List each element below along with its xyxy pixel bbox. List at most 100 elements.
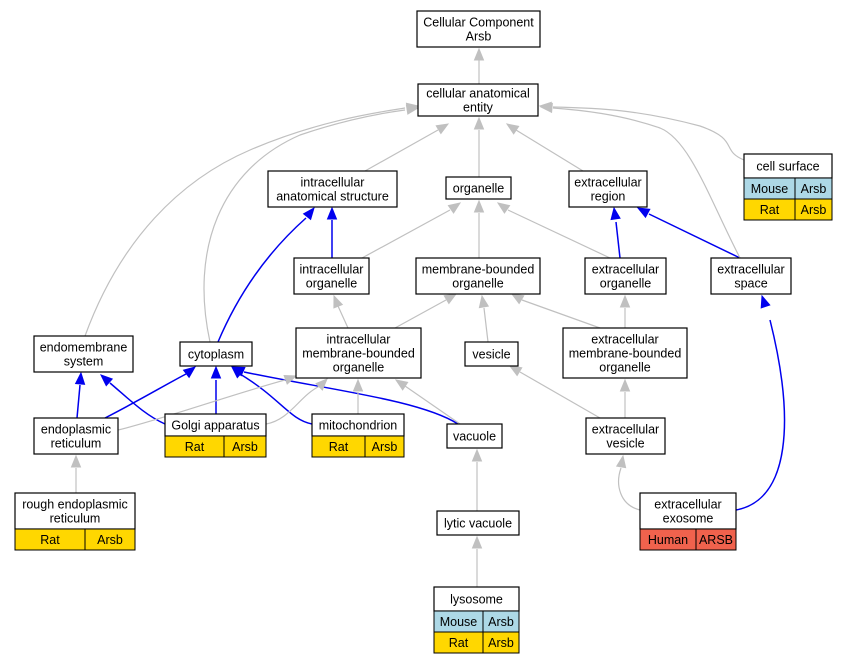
node-vesicle[interactable]: vesicle <box>464 341 519 367</box>
node-box <box>639 492 737 530</box>
gene-label: ARSB <box>699 533 733 547</box>
annotation-cell: Arsb <box>223 435 267 458</box>
annotation-cell: Rat <box>311 435 366 458</box>
edge-golgi-ems <box>109 382 166 425</box>
node-label: anatomical structure <box>276 190 389 204</box>
edge-golgi-imbo <box>265 385 321 425</box>
node-label: extracellular <box>591 333 658 347</box>
arrowhead-er-cyto <box>182 366 197 379</box>
node-box <box>433 586 520 612</box>
arrowhead-root-cae <box>473 47 485 61</box>
arrowhead-exr-cae <box>505 123 520 135</box>
arrowhead-vacuole-cyto <box>231 366 246 377</box>
node-label: extracellular <box>592 263 659 277</box>
edge-eo-org <box>507 209 611 259</box>
species-label: Human <box>648 533 688 547</box>
arrowhead-org-cae <box>473 116 485 130</box>
arrowhead-imbo-mbo <box>443 293 458 305</box>
node-label: intracellular <box>327 333 391 347</box>
arrowhead-golgi-ems <box>100 374 114 387</box>
species-label: Rat <box>449 636 469 650</box>
node-box <box>179 341 253 367</box>
edge-cyto-ias <box>217 217 307 343</box>
node-box <box>14 492 136 530</box>
arrowhead-rer-er <box>70 454 82 468</box>
node-label: extracellular <box>717 263 784 277</box>
annotation-cell: Rat <box>743 198 796 221</box>
annotation-cell: Arsb <box>794 177 833 200</box>
annotation-cell: Arsb <box>364 435 405 458</box>
node-lytic[interactable]: lytic vacuole <box>436 510 520 536</box>
gene-label: Arsb <box>232 440 258 454</box>
edge-exr-cae <box>515 129 584 172</box>
species-label: Rat <box>40 533 60 547</box>
node-label: system <box>64 355 104 369</box>
node-box <box>562 327 688 379</box>
node-label: organelle <box>452 277 503 291</box>
edges <box>70 47 786 587</box>
edge-embo-mbo <box>521 299 601 329</box>
node-organelle[interactable]: organelle <box>445 176 512 200</box>
arrowhead-ev-embo <box>619 378 631 392</box>
node-label: organelle <box>453 182 504 196</box>
annotation-cell: ARSB <box>695 528 737 551</box>
arrowhead-ias-cae <box>435 123 450 135</box>
node-box <box>416 10 541 48</box>
node-label: organelle <box>306 277 357 291</box>
edge-ias-cae <box>364 129 439 172</box>
gene-label: Arsb <box>488 636 514 650</box>
species-label: Rat <box>760 203 780 217</box>
annotation-cell: Human <box>639 528 697 551</box>
arrowhead-cyto-ias <box>302 206 315 221</box>
gene-label: Arsb <box>801 203 827 217</box>
annotation-cell: Arsb <box>84 528 136 551</box>
node-cyto[interactable]: cytoplasm <box>179 341 253 367</box>
edge-vacuole-cyto <box>243 371 459 425</box>
arrowhead-embo-eo <box>619 294 631 308</box>
annotation-cell: Rat <box>164 435 225 458</box>
annotation-cell: Arsb <box>482 610 520 633</box>
node-label: endoplasmic <box>41 423 111 437</box>
arrowhead-mito-imbo <box>352 378 364 392</box>
edge-er-imbo <box>117 379 286 431</box>
node-box <box>568 170 648 208</box>
node-box <box>267 170 398 208</box>
edge-vesicle-mbo <box>483 307 489 343</box>
node-box <box>33 417 119 455</box>
node-vacuole[interactable]: vacuole <box>446 423 503 449</box>
node-box <box>33 335 134 373</box>
gene-label: Arsb <box>372 440 398 454</box>
node-label: intracellular <box>300 263 364 277</box>
node-label: Golgi apparatus <box>171 419 259 433</box>
node-label: organelle <box>599 361 650 375</box>
node-label: Arsb <box>466 30 492 44</box>
node-label: cell surface <box>756 160 819 174</box>
arrowhead-io-org <box>447 202 462 214</box>
arrowhead-eo-exr <box>610 206 621 221</box>
node-label: reticulum <box>50 512 101 526</box>
annotation-cell: Rat <box>433 631 484 654</box>
node-box <box>446 423 503 449</box>
edge-ev-vesicle <box>519 371 601 419</box>
arrowhead-exo-ev <box>615 454 627 469</box>
node-label: cellular anatomical <box>426 87 530 101</box>
